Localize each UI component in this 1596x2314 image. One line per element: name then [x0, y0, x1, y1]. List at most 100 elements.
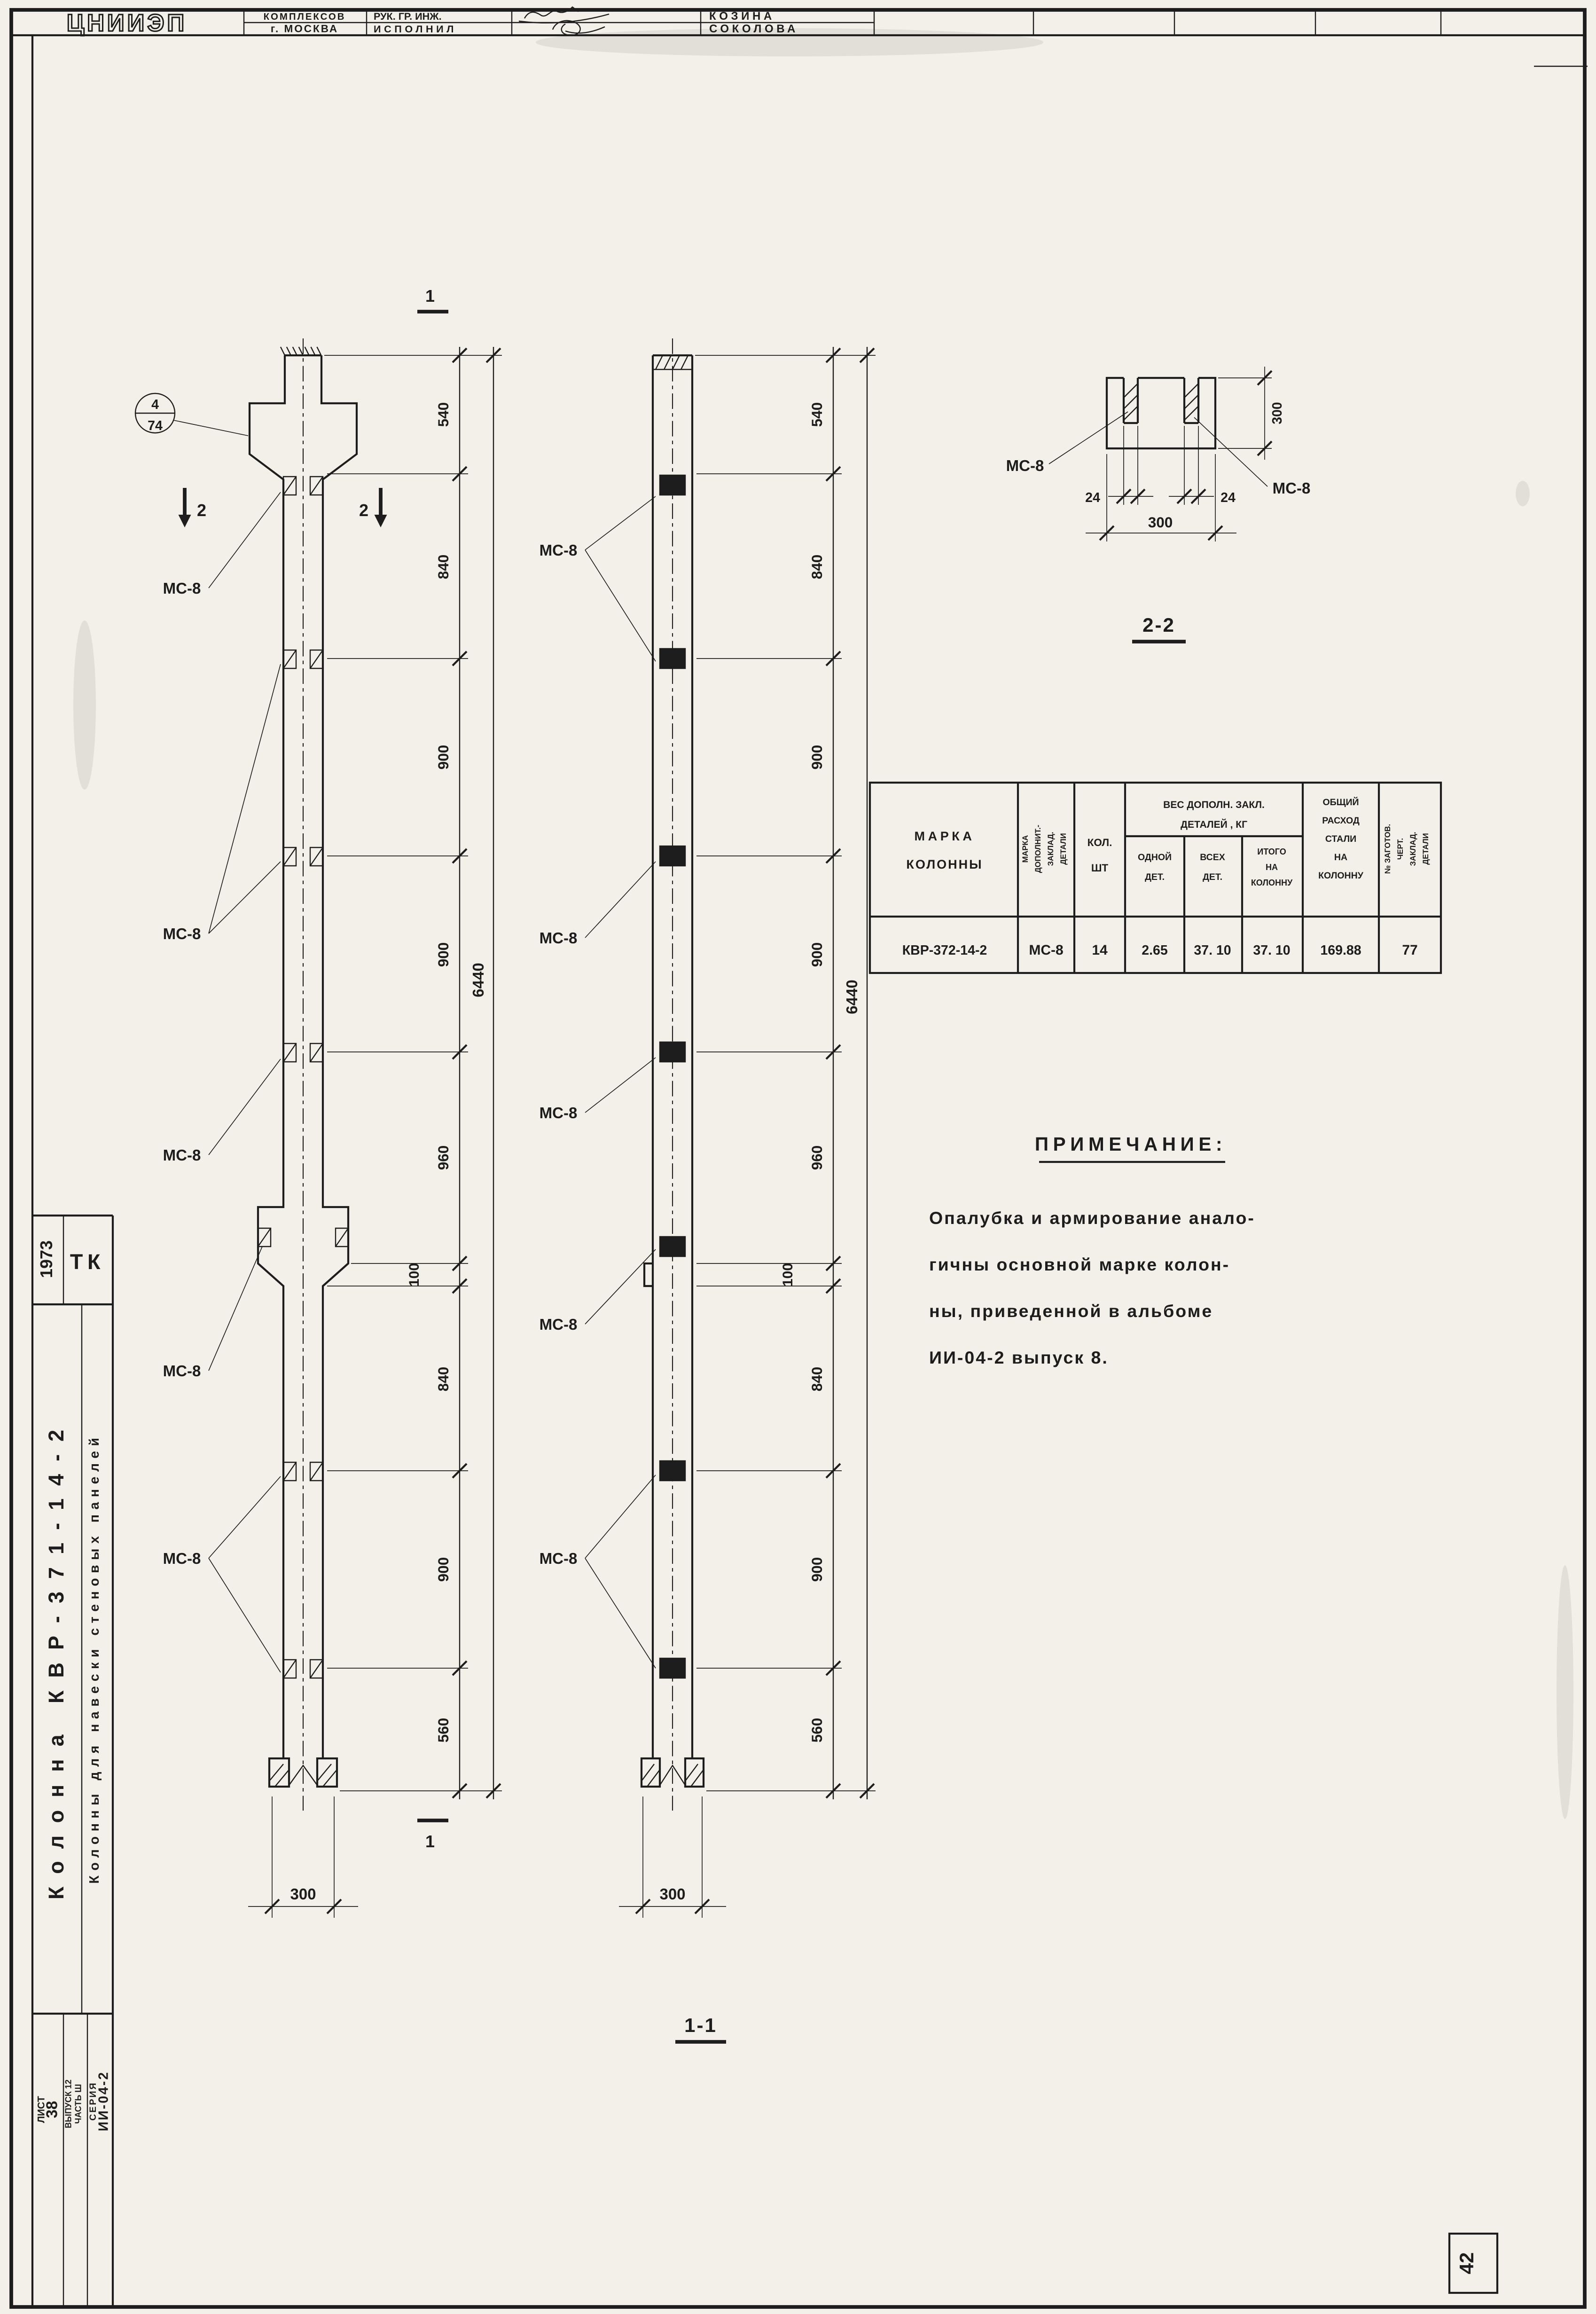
table-header: КОЛОННЫ [906, 857, 983, 871]
stamp-sheet-label: ЛИСТ [36, 2096, 47, 2123]
mc8-label: МС-8 [163, 1146, 201, 1164]
dim-label: 560 [435, 1718, 452, 1743]
mc8-label: МС-8 [540, 1104, 578, 1122]
mc8-label: МС-8 [163, 580, 201, 597]
dim-chain-2: 540 840 900 900 960 100 840 900 560 6440 [695, 347, 876, 1799]
embedded-details-col1 [257, 476, 349, 1679]
org-logo: ЦНИИЭП [67, 9, 187, 36]
detail-ref-number: 4 [151, 397, 159, 412]
embedded-details-col2 [659, 474, 686, 1679]
dim-label: 840 [808, 555, 825, 580]
dim-label: 840 [435, 1367, 452, 1392]
table-cell: 2.65 [1142, 943, 1168, 958]
org-line2: г. МОСКВА [271, 23, 338, 34]
table-header: ОДНОЙ [1138, 851, 1172, 863]
note-line: ИИ-04-2 выпуск 8. [929, 1348, 1109, 1367]
table-cell: КВР-372-14-2 [902, 943, 987, 958]
table-header: СТАЛИ [1325, 834, 1356, 844]
table-header: КОЛ. [1087, 837, 1112, 848]
dim-chain-1: 540 840 900 900 960 100 840 900 560 6440 [324, 347, 502, 1799]
dim-label: 100 [780, 1263, 796, 1286]
width-dim-label: 300 [659, 1885, 685, 1903]
table-header: ВСЕХ [1200, 852, 1225, 863]
dim-label: 900 [808, 942, 825, 967]
note: ПРИМЕЧАНИЕ: Опалубка и армирование анало… [929, 1133, 1254, 1367]
note-title: ПРИМЕЧАНИЕ: [1035, 1133, 1227, 1155]
name-sokolova: СОКОЛОВА [709, 23, 798, 35]
table-cell: 169.88 [1320, 943, 1361, 958]
section-dim-label: 300 [1148, 514, 1173, 531]
dim-label: 900 [435, 1557, 452, 1582]
table-header: РАСХОД [1322, 816, 1360, 826]
mc8-labels-col1: МС-8 МС-8 МС-8 МС-8 МС-8 [163, 492, 281, 1673]
dim-label: 900 [435, 942, 452, 967]
dim-label: 540 [808, 402, 825, 427]
table-header: КОЛОННУ [1318, 871, 1364, 881]
note-line: ны, приведенной в альбоме [929, 1301, 1213, 1321]
section-dim-label: 300 [1270, 402, 1285, 424]
section-1-mark: 1 [425, 286, 435, 306]
section-2-mark: 2 [197, 501, 206, 520]
table-header: НА [1266, 863, 1278, 872]
stamp-sheet-number: 38 [43, 2101, 61, 2118]
mc8-label: МС-8 [540, 541, 578, 559]
column1-feet [268, 1757, 338, 1788]
detail-reference-bubble: 4 74 [134, 392, 249, 436]
stamp-sidebar: 1973 ТК Колонна КВР-371-14-2 Колонны для… [32, 1214, 114, 2307]
stamp-dept: ТК [70, 1250, 105, 1274]
table-header: ШТ [1091, 862, 1109, 874]
table-cell: 77 [1402, 942, 1417, 958]
dim-label: 960 [808, 1145, 825, 1170]
table-header: МАРКА [1021, 835, 1030, 863]
table-header: ЗАКЛАД. [1409, 832, 1417, 866]
table-header: МАРКА [915, 829, 975, 843]
table-header: № ЗАГОТОВ. [1384, 824, 1392, 874]
mc8-label: МС-8 [163, 925, 201, 942]
note-line: гичны основной марке колон- [929, 1255, 1230, 1274]
overall-dim-label: 6440 [843, 980, 861, 1014]
dim-label: 900 [808, 745, 825, 770]
table-header: НА [1334, 852, 1347, 863]
column-elevation-1 [248, 338, 358, 1811]
overall-dim-label: 6440 [469, 963, 487, 997]
mc8-labels-col2: МС-8 МС-8 МС-8 МС-8 МС-8 [540, 496, 656, 1669]
section-2-2: 300 24 24 300 МС-8 МС-8 2-2 [1006, 367, 1310, 643]
mc8-label: МС-8 [163, 1550, 201, 1567]
table-header: ДОПОЛНИТ.- [1034, 825, 1042, 873]
mc8-label: МС-8 [163, 1362, 201, 1380]
section-marks: 1 1 2 2 4 74 [134, 286, 448, 1851]
section-1-1-title: 1-1 [684, 2014, 717, 2036]
table-header: КОЛОННУ [1251, 878, 1293, 887]
table-header: ИТОГО [1257, 847, 1286, 856]
detail-ref-sheet: 74 [148, 418, 163, 433]
table-cell: МС-8 [1029, 942, 1063, 958]
dim-label: 900 [435, 745, 452, 770]
org-line1: КОМПЛЕКСОВ [264, 12, 346, 22]
stamp-issue: ВЫПУСК 12 [64, 2079, 73, 2128]
table-header: ОБЩИЙ [1322, 796, 1359, 808]
section-2-mark: 2 [359, 501, 368, 520]
width-dim-label: 300 [290, 1885, 316, 1903]
signature-2 [552, 20, 605, 36]
title-block-header: ЦНИИЭП КОМПЛЕКСОВ г. МОСКВА РУК. ГР. ИНЖ… [66, 6, 1442, 37]
column2-feet [640, 1757, 705, 1788]
dim-label: 540 [435, 402, 452, 427]
summary-table: МАРКА КОЛОННЫ МАРКА ДОПОЛНИТ.- ЗАКЛАД. Д… [868, 781, 1442, 974]
column-elevation-2 [640, 338, 705, 1811]
section-dim-label: 24 [1220, 490, 1236, 505]
dim-label: 100 [407, 1263, 422, 1286]
name-kozina: КОЗИНА [709, 10, 775, 23]
section-1-mark: 1 [425, 1832, 435, 1851]
mc8-label: МС-8 [540, 929, 578, 947]
bottom-dims: 300 300 1-1 [248, 1796, 726, 2044]
table-cell: 37. 10 [1194, 943, 1231, 958]
dim-label: 960 [435, 1145, 452, 1170]
stamp-series-code: ИИ-04-2 [96, 2071, 111, 2132]
dim-label: 840 [435, 555, 452, 580]
mc8-label: МС-8 [1006, 457, 1044, 474]
dim-label: 560 [808, 1718, 825, 1743]
table-header: ЧЕРТ. [1396, 838, 1405, 860]
table-header: ДЕТАЛЕЙ , КГ [1181, 819, 1247, 830]
